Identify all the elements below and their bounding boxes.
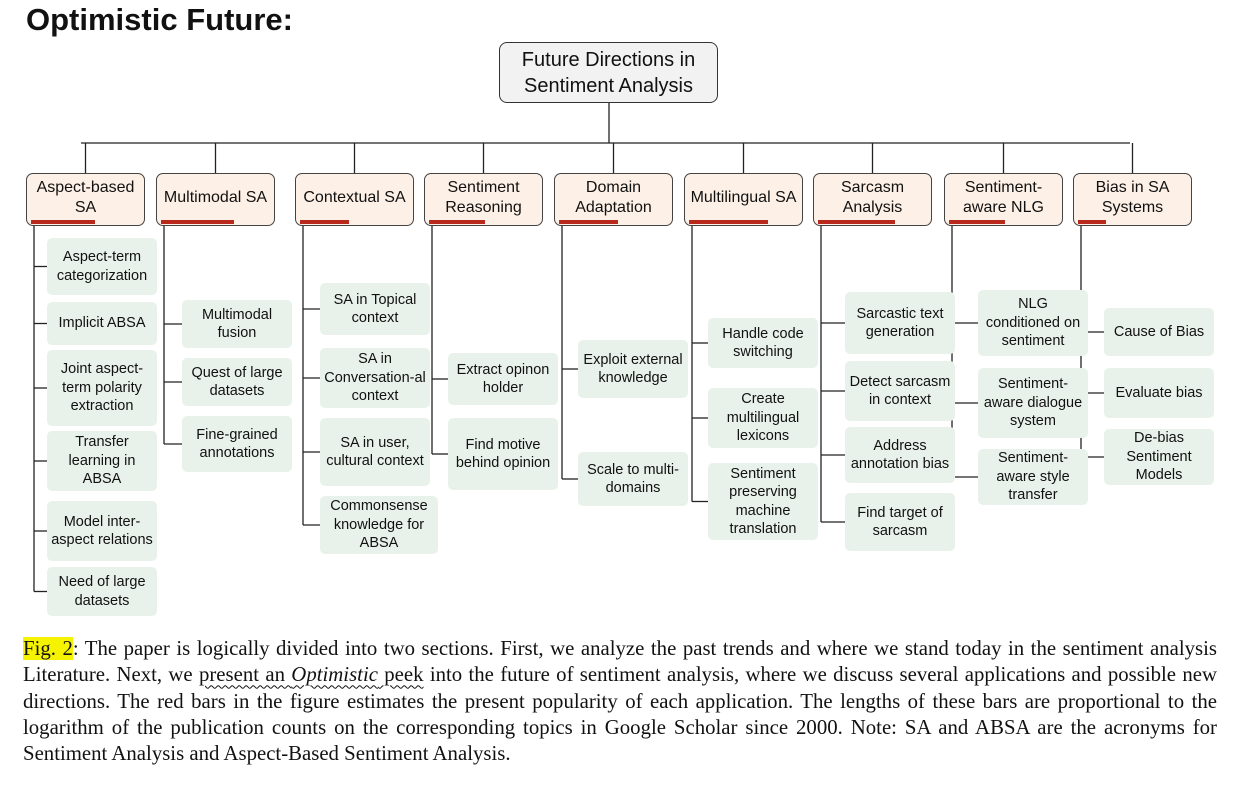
category-7: Sentiment-aware NLG [944, 173, 1063, 226]
category-label: Sentiment-aware NLG [963, 179, 1044, 216]
leaf-node: Multimodal fusion [182, 300, 292, 348]
popularity-bar [949, 220, 1005, 224]
category-2: Contextual SA [295, 173, 414, 226]
leaf-node: Find motive behind opinion [448, 418, 558, 490]
figure-label: Fig. 2 [23, 637, 73, 660]
category-8: Bias in SA Systems [1073, 173, 1192, 226]
category-label: Contextual SA [303, 189, 406, 206]
popularity-bar [429, 220, 485, 224]
page-heading: Optimistic Future: [26, 2, 293, 37]
popularity-bar [1078, 220, 1106, 224]
category-label: Sentiment Reasoning [445, 179, 522, 216]
leaf-node: Find target of sarcasm [845, 493, 955, 551]
leaf-node: Transfer learning in ABSA [47, 431, 157, 491]
category-1: Multimodal SA [156, 173, 275, 226]
popularity-bar [161, 220, 234, 224]
leaf-node: SA in Topical context [320, 283, 430, 335]
popularity-bar [559, 220, 618, 224]
category-label: Domain Adaptation [575, 179, 652, 216]
leaf-node: Need of large datasets [47, 567, 157, 616]
category-3: Sentiment Reasoning [424, 173, 543, 226]
leaf-node: Evaluate bias [1104, 368, 1214, 418]
leaf-node: De-bias Sentiment Models [1104, 429, 1214, 485]
leaf-node: Sentiment-aware dialogue system [978, 368, 1088, 438]
caption-text-1: : The paper is logically divided into tw… [23, 637, 1217, 687]
leaf-node: SA in Conversation-al context [320, 348, 430, 408]
leaf-node: Joint aspect-term polarity extraction [47, 350, 157, 426]
caption-emphasis: Optimistic [291, 663, 378, 687]
leaf-node: Sarcastic text generation [845, 292, 955, 354]
category-0: Aspect-based SA [26, 173, 145, 226]
leaf-node: Create multilingual lexicons [708, 388, 818, 448]
leaf-node: Extract opinon holder [448, 353, 558, 405]
leaf-node: NLG conditioned on sentiment [978, 290, 1088, 356]
leaf-node: Model inter-aspect relations [47, 501, 157, 561]
category-label: Sarcasm Analysis [840, 179, 905, 216]
leaf-node: Handle code switching [708, 318, 818, 368]
caption-underlined-2: peek [377, 663, 424, 687]
leaf-node: Cause of Bias [1104, 308, 1214, 356]
leaf-node: Quest of large datasets [182, 358, 292, 406]
root-node: Future Directions in Sentiment Analysis [499, 42, 718, 103]
category-5: Multilingual SA [684, 173, 803, 226]
category-label: Multimodal SA [163, 189, 268, 206]
leaf-node: Aspect-term categorization [47, 238, 157, 295]
leaf-node: Sentiment-aware style transfer [978, 449, 1088, 505]
popularity-bar [818, 220, 895, 224]
caption-underlined-1: present an [198, 663, 292, 687]
leaf-node: SA in user, cultural context [320, 418, 430, 486]
leaf-node: Commonsense knowledge for ABSA [320, 496, 438, 554]
leaf-node: Detect sarcasm in context [845, 361, 955, 421]
leaf-node: Implicit ABSA [47, 302, 157, 345]
category-label: Aspect-based SA [36, 179, 135, 216]
popularity-bar [31, 220, 95, 224]
category-label: Multilingual SA [690, 189, 797, 206]
popularity-bar [300, 220, 349, 224]
category-6: Sarcasm Analysis [813, 173, 932, 226]
leaf-node: Scale to multi-domains [578, 452, 688, 506]
leaf-node: Sentiment preserving machine translation [708, 463, 818, 540]
popularity-bar [689, 220, 768, 224]
leaf-node: Address annotation bias [845, 427, 955, 483]
category-4: Domain Adaptation [554, 173, 673, 226]
caption-text-2: into the future of sentiment analysis, w… [23, 663, 1217, 766]
category-label: Bias in SA Systems [1095, 179, 1170, 216]
figure-caption: Fig. 2: The paper is logically divided i… [23, 636, 1217, 767]
leaf-node: Exploit external knowledge [578, 340, 688, 398]
leaf-node: Fine-grained annotations [182, 416, 292, 472]
